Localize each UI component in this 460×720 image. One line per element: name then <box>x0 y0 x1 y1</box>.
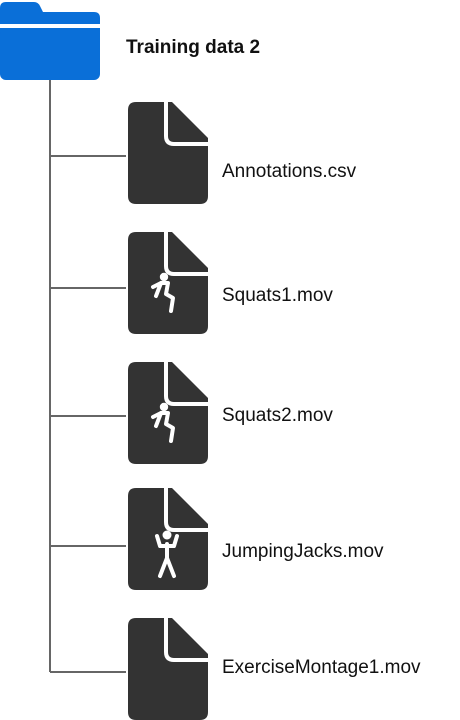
file-node-exercisemontage1 <box>128 618 208 720</box>
folder-highlight-stripe <box>0 24 100 28</box>
squat-figure-icon <box>151 402 175 443</box>
document-icon <box>128 102 208 204</box>
file-name-jumpingjacks: JumpingJacks.mov <box>222 541 384 562</box>
file-node-squats1 <box>128 232 208 334</box>
document-fold-corner <box>164 488 208 532</box>
document-fold-corner <box>164 232 208 276</box>
figure-body <box>155 534 179 578</box>
document-fold-corner <box>164 618 208 662</box>
file-name-exercisemontage1: ExerciseMontage1.mov <box>222 657 421 678</box>
document-icon <box>128 618 208 720</box>
figure-body <box>151 411 175 443</box>
file-name-squats1: Squats1.mov <box>222 285 333 306</box>
folder-icon <box>0 2 100 80</box>
file-node-jumpingjacks <box>128 488 208 590</box>
file-node-annotations <box>128 102 208 204</box>
tree-connector-lines <box>49 80 126 673</box>
document-fold-corner <box>164 362 208 406</box>
document-fold-corner <box>164 102 208 146</box>
file-name-annotations: Annotations.csv <box>222 161 357 182</box>
figure-head <box>159 272 169 282</box>
figure-head <box>162 530 172 540</box>
file-name-squats2: Squats2.mov <box>222 405 333 426</box>
file-node-squats2 <box>128 362 208 464</box>
folder-front <box>0 28 100 80</box>
figure-body <box>151 281 175 313</box>
folder-name: Training data 2 <box>126 37 261 58</box>
figure-head <box>159 402 169 412</box>
jumping-jack-figure-icon <box>155 530 179 578</box>
squat-figure-icon <box>151 272 175 313</box>
